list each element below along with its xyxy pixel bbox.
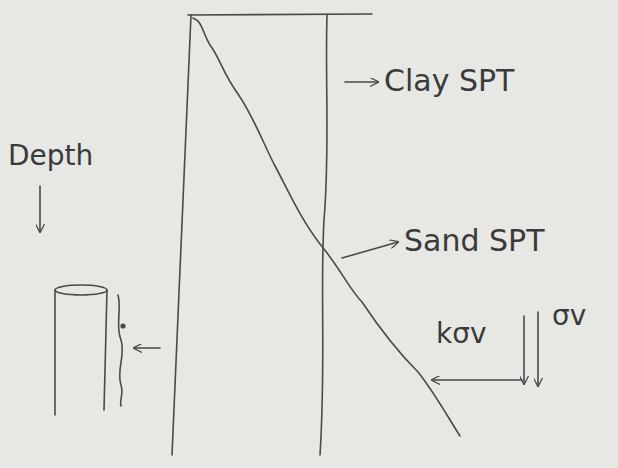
curve-label: Clay SPT (384, 66, 514, 96)
depth-arrow (39, 186, 41, 232)
vertical-stress-arrow (537, 312, 539, 386)
stress-label: kσv (436, 320, 487, 348)
vertical-stress-arrow (523, 316, 525, 384)
pile-wall (54, 290, 56, 415)
pile-soil-contact (118, 295, 122, 406)
pile-wall (104, 290, 107, 410)
horizontal-stress-arrow (432, 379, 522, 381)
pile-top (55, 285, 107, 295)
axis-label: Depth (8, 142, 93, 170)
leader-arrow (345, 81, 378, 83)
leader-arrow (342, 242, 398, 258)
lateral-arrow (134, 347, 160, 349)
curve-label: Sand SPT (404, 226, 544, 256)
depth-axis (172, 15, 191, 455)
pile-dot (121, 324, 125, 328)
clay-spt-curve (320, 15, 327, 455)
ground-line (188, 14, 372, 15)
stress-label: σv (552, 302, 586, 330)
